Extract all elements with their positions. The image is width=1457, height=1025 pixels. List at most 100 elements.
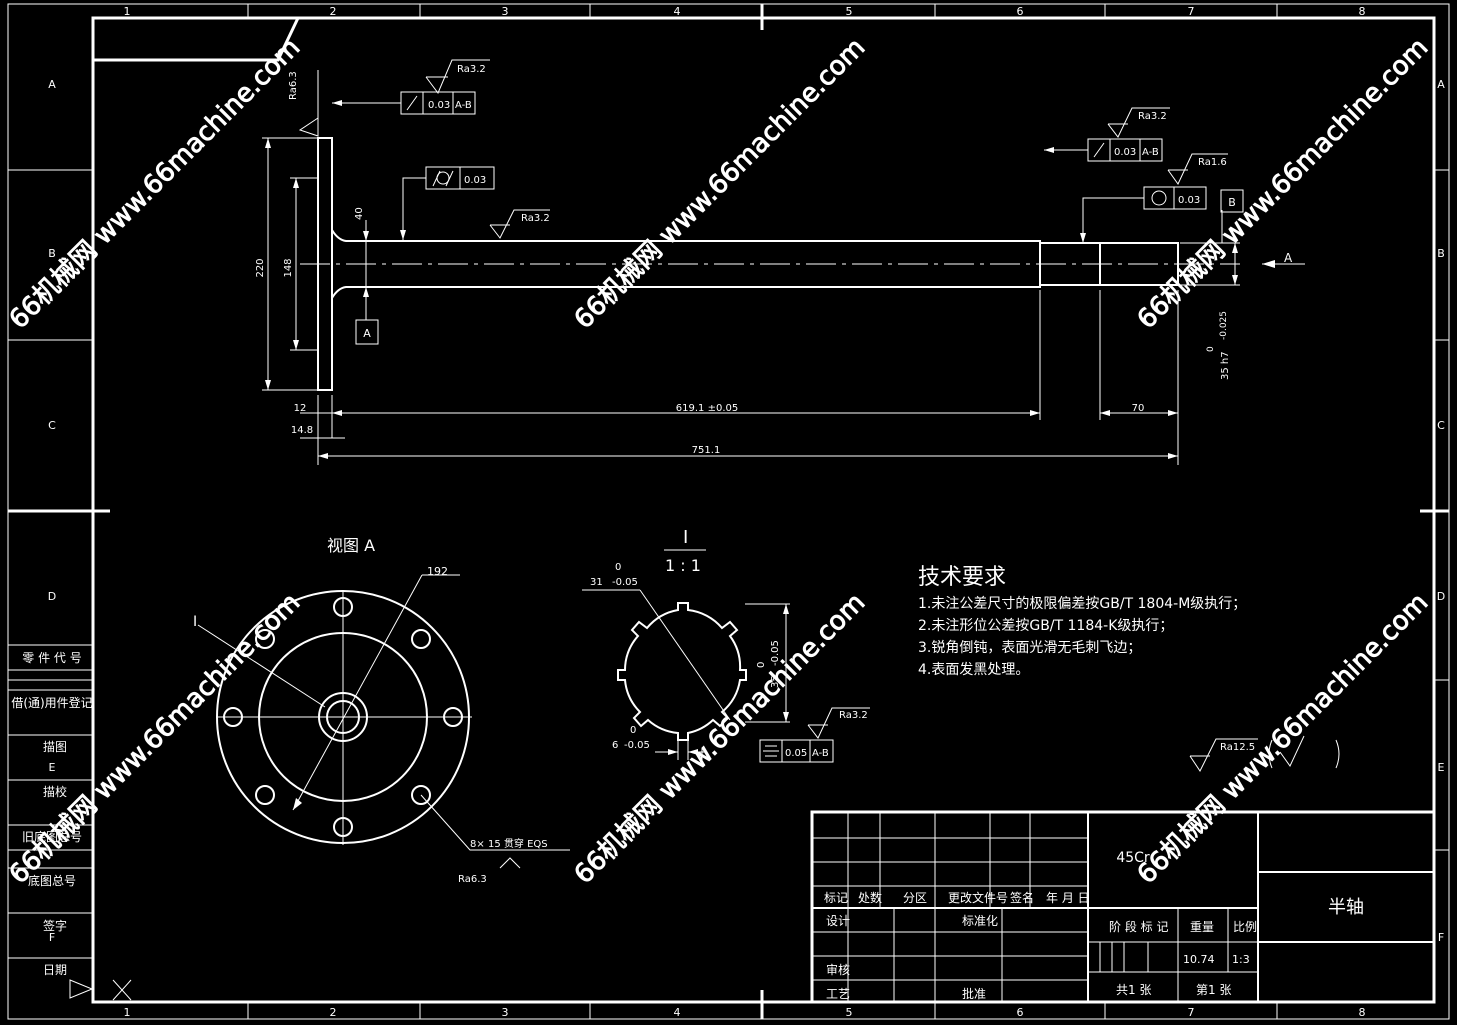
orientation-marks [69, 979, 132, 1001]
row-label: F [49, 931, 55, 944]
fcf-runout-top-value: 0.03 [428, 100, 450, 111]
spline-section [617, 602, 747, 741]
dim-35-upper: 0 [756, 662, 767, 668]
ra-right-label: Ra3.2 [1138, 111, 1167, 122]
detail-section-mark: I [683, 527, 688, 548]
column-label: 7 [1188, 5, 1195, 18]
dim-31-label: 31 [590, 577, 603, 588]
row-label: F [1438, 931, 1444, 944]
row-label: B [48, 247, 56, 260]
holes-count-label: 8× [470, 839, 485, 850]
fcf-cylindricity-value: 0.03 [464, 175, 486, 186]
tb-approve: 批准 [962, 986, 986, 1001]
dim-14-8-label: 14.8 [291, 425, 313, 436]
tb-change-doc: 更改文件号 [948, 890, 1008, 905]
title-block [810, 810, 1436, 1004]
borrowed-register-label: 借(通)用件登记 [11, 695, 92, 710]
dim-70-label: 70 [1132, 403, 1145, 414]
datum-a-label: A [363, 327, 371, 340]
dim-6-upper: 0 [630, 725, 636, 736]
dim-751-label: 751.1 [692, 445, 721, 456]
column-label: 6 [1017, 5, 1024, 18]
sheet-frame [7, 3, 1450, 1020]
ra-shaft-symbol [489, 209, 550, 239]
row-label: E [49, 761, 56, 774]
fcf-roundness-value: 0.03 [1178, 195, 1200, 206]
tb-mark: 标记 [824, 891, 848, 905]
dim-6-tol: -0.05 [624, 740, 650, 751]
column-label: 7 [1188, 1006, 1195, 1019]
column-label: 8 [1359, 1006, 1366, 1019]
datum-a-frame [355, 290, 379, 345]
ra-holes-label: Ra6.3 [458, 874, 487, 885]
row-label: C [1437, 419, 1445, 432]
dim-35-label: 35 [770, 675, 781, 688]
tb-sign: 签名 [1010, 890, 1034, 905]
fcf-runout-right-datum: A-B [1142, 147, 1159, 158]
old-base-no-label: 旧底图总号 [22, 829, 82, 844]
row-label: C [48, 419, 56, 432]
dim-35h7-tol-lower: -0.025 [1219, 311, 1229, 340]
tb-total-sheets: 共1 张 [1116, 983, 1151, 997]
tech-req-item-2: 2.未注形位公差按GB/T 1184-K级执行； [918, 618, 1173, 634]
fcf-symmetry-datum: A-B [812, 748, 829, 759]
column-label: 6 [1017, 1006, 1024, 1019]
column-label: 1 [124, 1006, 131, 1019]
column-label: 4 [674, 1006, 681, 1019]
ra-general-label: Ra12.5 [1220, 742, 1255, 753]
shaft-main-view [300, 137, 1240, 391]
tb-weight: 重量 [1190, 920, 1214, 934]
ra-top-symbol [425, 59, 490, 94]
column-labels-bottom: 1 2 3 4 5 6 7 8 [124, 1006, 1366, 1019]
dim-220-label: 220 [255, 258, 266, 277]
left-strip [8, 644, 93, 959]
view-a-title: 视图 A [327, 536, 375, 555]
fcf-symmetry-value: 0.05 [785, 748, 807, 759]
tech-req-title: 技术要求 [918, 565, 1006, 590]
section-mark-view-a: I [193, 614, 197, 630]
base-no-label: 底图总号 [28, 873, 76, 888]
row-label: D [48, 590, 56, 603]
column-label: 2 [330, 5, 337, 18]
material-label: 45Cr [1116, 850, 1150, 866]
dim-31-upper: 0 [615, 562, 621, 573]
ra-16-symbol [1167, 153, 1228, 185]
holes-dia-label: 15 贯穿 EQS [488, 837, 548, 850]
detail-ra-label: Ra3.2 [839, 710, 868, 721]
datum-b-label: B [1228, 196, 1236, 209]
column-label: 4 [674, 5, 681, 18]
tb-count: 处数 [858, 890, 882, 905]
row-label: A [48, 78, 56, 91]
dim-35h7-label: 35 h7 [1220, 351, 1231, 380]
row-label: D [1437, 590, 1445, 603]
column-label: 1 [124, 5, 131, 18]
ra-shaft-label: Ra3.2 [521, 213, 550, 224]
fcf-runout-top-datum: A-B [455, 100, 472, 111]
main-view-dimensions [262, 102, 1305, 465]
fcf-roundness [1143, 186, 1207, 210]
tb-design: 设计 [826, 914, 850, 928]
column-label: 3 [502, 5, 509, 18]
ra-flange-symbol [298, 70, 319, 137]
ra-general-symbol [1189, 735, 1340, 772]
column-label: 3 [502, 1006, 509, 1019]
tb-scale-value: 1:3 [1232, 953, 1250, 966]
detail-scale-label: 1 : 1 [665, 556, 701, 575]
ra-top-label: Ra3.2 [457, 64, 486, 75]
tb-scale: 比例 [1233, 920, 1257, 934]
tech-req-item-1: 1.未注公差尺寸的极限偏差按GB/T 1804-M级执行； [918, 596, 1246, 612]
tb-date: 年 月 日 [1046, 891, 1090, 905]
view-arrow-a-label: A [1284, 251, 1293, 265]
part-code-label: 零 件 代 号 [22, 651, 81, 665]
dim-619-label: 619.1 ±0.05 [676, 403, 738, 414]
ra-flange-label: Ra6.3 [288, 71, 299, 100]
dim-35h7-tol-upper: 0 [1206, 346, 1216, 352]
column-label: 5 [846, 1006, 853, 1019]
column-label: 2 [330, 1006, 337, 1019]
column-label: 8 [1359, 5, 1366, 18]
tb-zone: 分区 [903, 891, 927, 905]
fcf-symmetry [759, 739, 834, 763]
